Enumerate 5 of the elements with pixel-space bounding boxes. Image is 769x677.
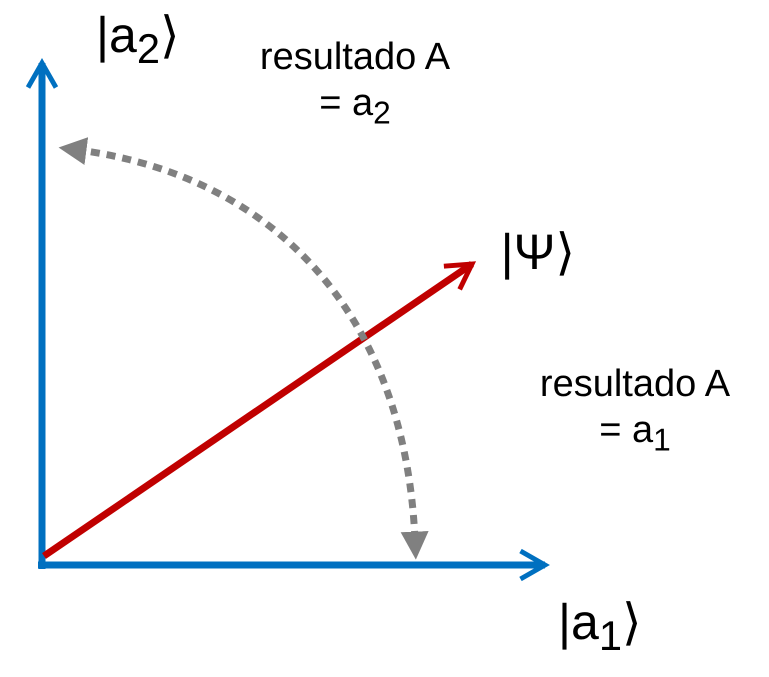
result-label: resultado A = a$_{2}$ — [258, 35, 452, 132]
ket-label: |a$_{2}$⟩ — [95, 6, 181, 74]
ket-label: |Ψ⟩ — [500, 223, 576, 282]
ket-label: |a$_{1}$⟩ — [557, 593, 643, 661]
result-label: resultado A = a$_{1}$ — [538, 362, 732, 458]
